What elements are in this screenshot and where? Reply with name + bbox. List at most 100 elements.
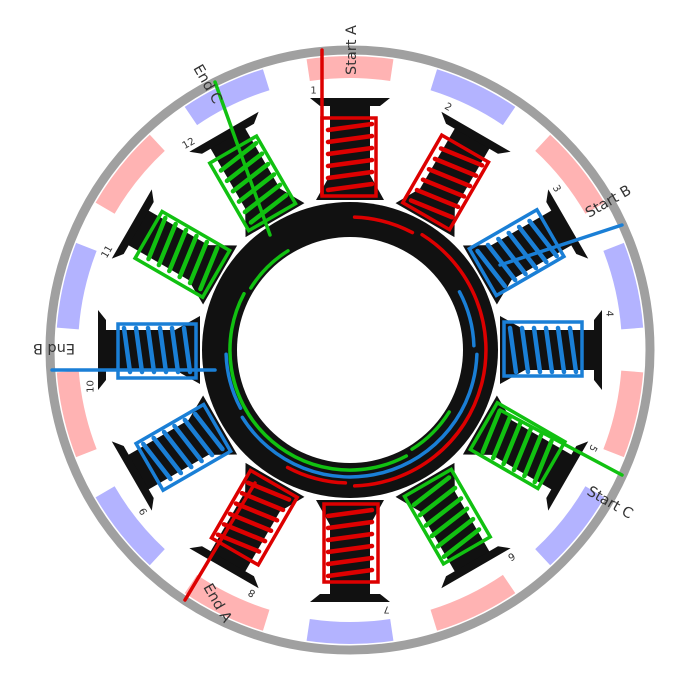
phase-b-link bbox=[224, 352, 243, 410]
coil-turn bbox=[490, 414, 513, 461]
coil-turn bbox=[543, 325, 555, 375]
coil-turn bbox=[145, 325, 157, 375]
coil-turn bbox=[141, 441, 173, 482]
coil-turn bbox=[420, 177, 467, 199]
coil-turn bbox=[325, 121, 375, 133]
tooth-tip bbox=[189, 111, 259, 154]
coil-turn bbox=[325, 555, 375, 567]
coil-c bbox=[402, 466, 493, 567]
magnet-south bbox=[603, 242, 644, 330]
coil-turn bbox=[248, 192, 289, 225]
tooth-number: 8 bbox=[247, 586, 258, 599]
coil-outline bbox=[209, 467, 300, 568]
coil-outline bbox=[133, 402, 234, 493]
coil-turn bbox=[121, 325, 133, 375]
tooth-tip bbox=[98, 310, 106, 390]
coil-turn bbox=[167, 227, 189, 274]
coil-turn bbox=[325, 519, 375, 531]
coil-turn bbox=[172, 423, 204, 464]
magnet-north bbox=[535, 134, 605, 214]
coil-turn bbox=[325, 157, 375, 169]
start-a-label: Start A bbox=[344, 25, 360, 75]
tooth-tip bbox=[310, 594, 390, 602]
coil-outline bbox=[502, 320, 584, 378]
end-b-label: End B bbox=[33, 340, 75, 356]
coil-turn bbox=[161, 429, 194, 470]
coil-turn bbox=[181, 325, 193, 375]
coil-outline bbox=[207, 133, 298, 234]
coil-turn bbox=[177, 233, 199, 280]
phase-c-link bbox=[228, 291, 409, 472]
phase-c-link bbox=[410, 410, 451, 451]
coil-turn bbox=[417, 485, 458, 518]
start-b-lead bbox=[498, 223, 624, 267]
coil-turn bbox=[441, 527, 482, 559]
coil-turn bbox=[501, 420, 523, 467]
coil-turn bbox=[519, 325, 531, 375]
phase-c-link bbox=[249, 249, 290, 290]
tooth-number: 6 bbox=[506, 550, 517, 563]
coil-turn bbox=[435, 516, 476, 549]
coil-outline bbox=[132, 209, 233, 300]
coil-turn bbox=[432, 156, 479, 178]
start-c-lead bbox=[498, 408, 624, 477]
tooth-number: 4 bbox=[604, 310, 615, 316]
coil-turn bbox=[511, 426, 533, 473]
coil-a bbox=[322, 502, 380, 584]
coil-windings bbox=[116, 116, 584, 584]
coil-turn bbox=[567, 325, 579, 375]
phase-a-link bbox=[352, 232, 488, 488]
magnet-north bbox=[56, 370, 97, 458]
magnet-south bbox=[56, 242, 97, 330]
coil-outline bbox=[400, 132, 491, 233]
coil-turn bbox=[522, 432, 544, 479]
coil-turn bbox=[532, 438, 554, 485]
coil-turn bbox=[531, 325, 543, 375]
tooth-tip bbox=[441, 546, 511, 589]
coil-turn bbox=[325, 531, 375, 543]
coil-outline bbox=[402, 466, 493, 567]
coil-turn bbox=[325, 543, 375, 555]
coil-turn bbox=[187, 239, 210, 286]
coil-turn bbox=[496, 236, 528, 277]
coil-turn bbox=[423, 496, 464, 528]
coil-turn bbox=[325, 145, 375, 157]
coil-outline bbox=[467, 400, 568, 491]
tooth-tip bbox=[441, 111, 511, 154]
tooth-tip bbox=[594, 310, 602, 390]
coil-turn bbox=[408, 198, 455, 220]
coil-turn bbox=[527, 218, 559, 259]
magnet-south bbox=[184, 69, 270, 126]
phase-wires bbox=[50, 48, 624, 602]
phase-b-link bbox=[240, 352, 479, 479]
coil-turn bbox=[242, 182, 283, 215]
coil-turn bbox=[414, 187, 461, 210]
tooth-number: 2 bbox=[442, 101, 453, 114]
magnet-south bbox=[306, 618, 394, 645]
coil-turn bbox=[151, 435, 184, 476]
coil-turn bbox=[325, 567, 375, 579]
magnet-south bbox=[430, 69, 516, 126]
coil-turn bbox=[429, 506, 470, 539]
coil-turn bbox=[426, 167, 473, 189]
coil-turn bbox=[516, 224, 549, 265]
coil-turn bbox=[475, 248, 508, 289]
coil-outline bbox=[466, 207, 567, 298]
tooth-tip bbox=[111, 189, 154, 259]
phase-a-link bbox=[285, 465, 348, 485]
coil-b bbox=[133, 402, 234, 493]
tooth-number: 7 bbox=[383, 604, 389, 615]
coil-turn bbox=[485, 242, 518, 283]
coil-b bbox=[466, 207, 567, 298]
coil-turn bbox=[325, 507, 375, 519]
rotor-ring bbox=[45, 45, 655, 655]
coil-turn bbox=[218, 141, 259, 173]
coil-turn bbox=[192, 411, 225, 452]
magnet-south bbox=[95, 486, 165, 566]
magnet-south bbox=[535, 486, 605, 566]
coil-turn bbox=[480, 408, 502, 455]
coil-turn bbox=[133, 325, 145, 375]
end-c-lead bbox=[213, 80, 272, 237]
magnet-north bbox=[306, 55, 394, 82]
